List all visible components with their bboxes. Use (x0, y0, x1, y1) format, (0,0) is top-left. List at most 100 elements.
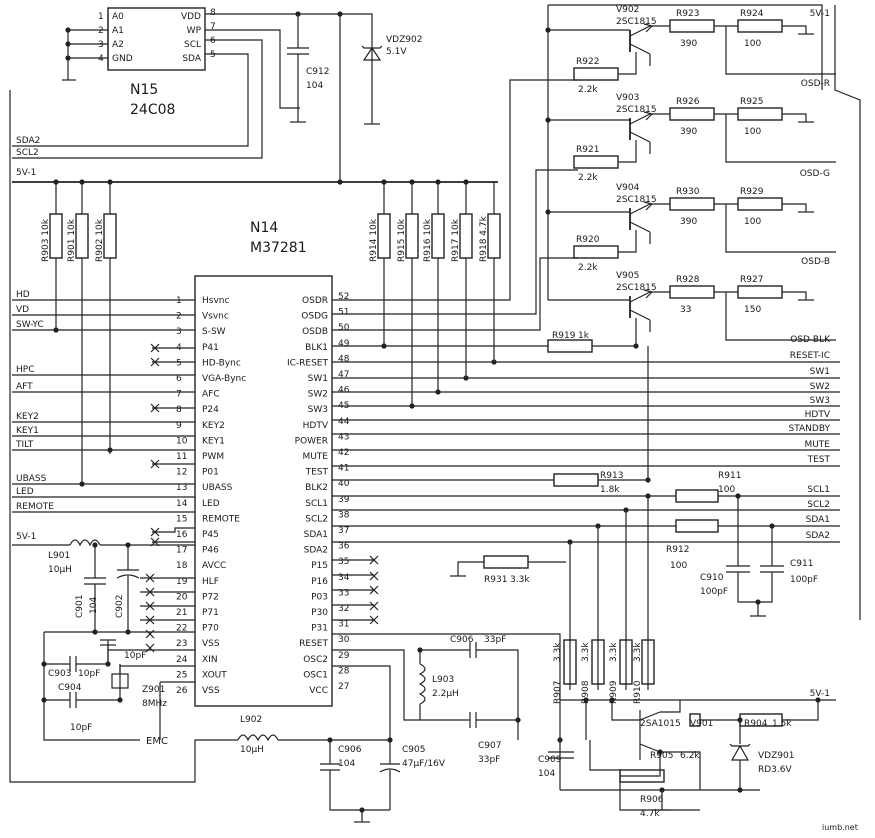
r912-value: 100 (670, 561, 687, 571)
r906-ref: R906 (640, 795, 664, 805)
base-resistor (573, 155, 619, 169)
resistor-r913 (553, 473, 599, 487)
junction-dot (463, 375, 469, 381)
net-label-right: OSD-R (801, 79, 830, 89)
no-connect-mark (150, 527, 160, 537)
mcu-pin-name: Hsvnc (202, 296, 229, 306)
c912-value: 104 (306, 81, 323, 91)
mcu-pin-number: 41 (338, 464, 349, 474)
resistor-r919 (547, 339, 593, 353)
mcu-pin-number: 31 (338, 620, 349, 630)
r904-value: 1.5k (772, 719, 792, 729)
mcu-pin-name: P70 (202, 624, 219, 634)
base-resistor (573, 245, 619, 259)
net-label-left: VD (16, 305, 29, 315)
mcu-pin-name: POWER (295, 436, 328, 446)
mcu-pin-name: OSDB (302, 327, 328, 337)
mcu-ref: N14 (250, 220, 278, 236)
transistor-collector (629, 25, 651, 37)
net-label-left: TILT (15, 440, 34, 450)
mcu-pin-name: SCL2 (305, 514, 328, 524)
pullup-resistor-label: R915 10k (397, 218, 407, 262)
junction-dot (92, 629, 98, 635)
eeprom-pin-number: 4 (98, 54, 104, 64)
junction-dot (737, 717, 743, 723)
net-label-right: OSD-B (801, 257, 830, 267)
pullup-resistor (459, 213, 473, 259)
transistor-ref: V903 (616, 93, 639, 103)
load-resistor-ref: R927 (740, 275, 763, 285)
c911-ref: C911 (790, 559, 813, 569)
junction-dot (417, 647, 423, 653)
junction-dot (583, 697, 589, 703)
mcu-pin-name: TEST (305, 468, 329, 478)
junction-dot (515, 717, 521, 723)
junction-dot (645, 477, 651, 483)
mcu-pin-name: XIN (202, 655, 218, 665)
mcu-pin-number: 36 (338, 542, 350, 552)
junction-dot (623, 507, 629, 513)
mcu-pin-number: 51 (338, 308, 349, 318)
v901-type: 2SA1015 (640, 719, 681, 729)
junction-dot (53, 327, 59, 333)
transistor-ref: V904 (616, 183, 640, 193)
r906-value: 4.7k (640, 809, 660, 819)
net-label-left: REMOTE (16, 502, 54, 512)
mcu-pin-name: KEY2 (202, 421, 225, 431)
junction-dot (557, 737, 563, 743)
c903-ref: C903 (48, 669, 71, 679)
eeprom-body (107, 7, 206, 71)
mcu-pin-number: 35 (338, 557, 349, 567)
mcu-pin-number: 34 (338, 573, 350, 583)
pullup-resistor (431, 213, 445, 259)
mcu-pin-name: VSS (202, 686, 220, 696)
net-label-left: LED (16, 487, 34, 497)
no-connect-mark (150, 459, 160, 469)
no-connect-mark (145, 573, 155, 583)
transistor-type: 2SC1815 (616, 283, 657, 293)
net-label-right: 5V-1 (810, 689, 830, 699)
mcu-pin-name: P24 (202, 405, 219, 415)
transistor-emitter (629, 309, 651, 321)
mcu-pin-number: 5 (176, 358, 182, 368)
series-resistor (669, 19, 715, 33)
eeprom-pin-name: VDD (181, 12, 201, 22)
mcu-pin-number: 9 (176, 421, 182, 431)
c901-value: 104 (89, 597, 99, 614)
base-resistor-ref: R920 (576, 235, 600, 245)
mcu-pin-number: 23 (176, 639, 187, 649)
transistor-collector (629, 291, 651, 303)
mcu-pin-name: VCC (309, 686, 328, 696)
r910-value: 3.3k (633, 642, 643, 662)
r905-ref: R905 (650, 751, 673, 761)
base-resistor-value: 2.2k (578, 263, 598, 273)
eeprom-pin-number: 8 (210, 8, 216, 18)
junction-dot (327, 737, 333, 743)
junction-dot (41, 661, 47, 667)
mcu-pin-number: 47 (338, 370, 349, 380)
mcu-pin-name: SDA2 (304, 546, 328, 556)
junction-dot (463, 179, 469, 185)
mcu-pin-number: 17 (176, 546, 187, 556)
base-resistor-ref: R922 (576, 57, 599, 67)
net-label-right: RESET-IC (790, 351, 830, 361)
mcu-pin-name: OSDG (301, 312, 328, 322)
mcu-pin-number: 39 (338, 495, 350, 505)
net-label-left: KEY2 (16, 412, 39, 422)
no-connect-mark (369, 601, 379, 611)
c906b-value: 33pF (484, 635, 506, 645)
no-connect-mark (145, 643, 155, 653)
net-label-right: SW2 (810, 382, 830, 392)
net-label-right: MUTE (804, 440, 830, 450)
junction-dot (545, 27, 551, 33)
pullup-resistor-label: R918 4.7k (479, 215, 489, 262)
mcu-pin-number: 52 (338, 292, 349, 302)
junction-dot (645, 493, 651, 499)
mcu-pin-number: 30 (338, 635, 350, 645)
eeprom-pin-name: A1 (112, 26, 124, 36)
eeprom-pin-number: 2 (98, 26, 104, 36)
pullup-resistor (377, 213, 391, 259)
no-connect-mark (145, 629, 155, 639)
r907-ref: R907 (553, 681, 563, 704)
